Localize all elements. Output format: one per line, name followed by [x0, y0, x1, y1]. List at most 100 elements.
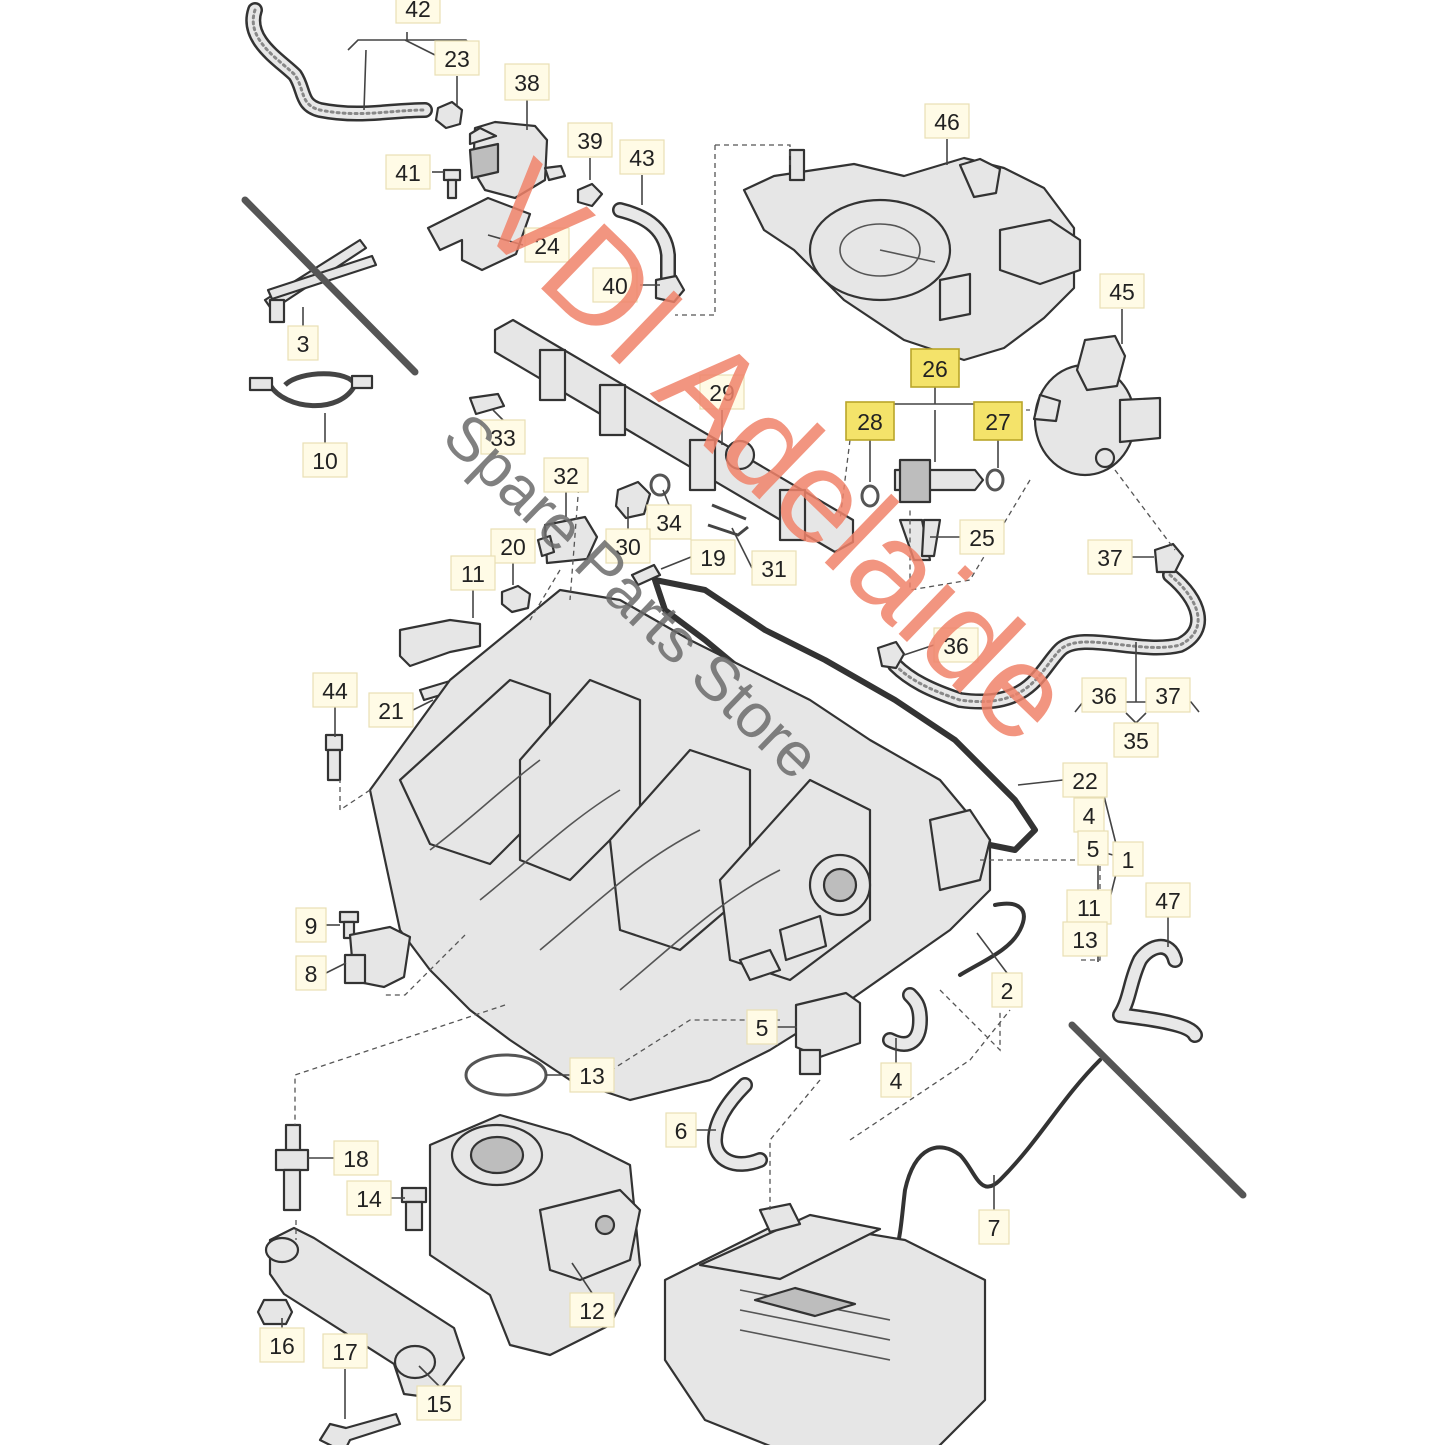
callout-number: 13	[579, 1063, 605, 1089]
oring-34	[649, 473, 671, 497]
callout-number: 31	[761, 556, 787, 582]
valve-38	[468, 120, 567, 200]
injector-26	[893, 458, 985, 504]
clip-31	[707, 503, 749, 537]
stud-19	[630, 563, 662, 587]
valve-5	[794, 991, 862, 1076]
callout-number: 29	[709, 380, 735, 406]
callout-27: 27	[973, 401, 1023, 441]
intake-manifold-1	[368, 588, 992, 1102]
callout-12: 12	[569, 1292, 615, 1328]
callout-box	[524, 227, 570, 263]
callout-number: 9	[305, 913, 318, 939]
callout-29: 29	[699, 374, 745, 410]
seal-13	[464, 1053, 548, 1097]
clamp-10	[248, 371, 374, 409]
callout-10: 10	[302, 442, 348, 478]
callout-14: 14	[346, 1180, 392, 1216]
callout-1: 1	[1112, 841, 1144, 877]
callout-15: 15	[416, 1385, 462, 1421]
callout-5: 5	[746, 1009, 778, 1045]
callout-box	[910, 348, 960, 388]
callout-4: 4	[880, 1062, 912, 1098]
callout-box	[1062, 762, 1108, 798]
callout-box	[450, 555, 496, 591]
callout-37: 37	[1087, 539, 1133, 575]
callout-13: 13	[569, 1057, 615, 1093]
callout-36: 36	[933, 627, 979, 663]
callout-box	[1145, 677, 1191, 713]
callout-box	[1113, 722, 1159, 758]
callout-box	[302, 442, 348, 478]
callout-number: 46	[934, 109, 960, 135]
air-filter-box	[663, 1202, 987, 1445]
callout-23: 23	[434, 40, 480, 76]
callout-box	[295, 955, 327, 991]
callout-box	[1081, 677, 1127, 713]
callout-number: 4	[1083, 803, 1096, 829]
clip-25	[898, 518, 942, 562]
callout-21: 21	[368, 692, 414, 728]
callout-box	[1087, 539, 1133, 575]
callout-box	[322, 1333, 368, 1369]
callout-box	[665, 1112, 697, 1148]
callout-box	[434, 40, 480, 76]
callout-number: 30	[615, 534, 641, 560]
callout-box	[699, 374, 745, 410]
callout-3: 3	[287, 325, 319, 361]
callout-number: 43	[629, 145, 655, 171]
callout-box	[385, 154, 431, 190]
callout-box	[646, 504, 692, 540]
callout-number: 10	[312, 448, 338, 474]
callout-5: 5	[1077, 830, 1109, 866]
callout-number: 11	[1077, 895, 1101, 921]
watermark-strike-top	[241, 196, 419, 376]
callout-number: 33	[490, 425, 516, 451]
callout-box	[973, 401, 1023, 441]
callout-box	[746, 1009, 778, 1045]
hose-6	[707, 1077, 768, 1172]
callout-number: 37	[1097, 545, 1123, 571]
callout-number: 4	[890, 1068, 903, 1094]
callout-number: 39	[577, 128, 603, 154]
callout-6: 6	[665, 1112, 697, 1148]
callout-box	[368, 692, 414, 728]
callout-24: 24	[524, 227, 570, 263]
callout-31: 31	[751, 550, 797, 586]
callout-16: 16	[259, 1327, 305, 1363]
nut-20	[500, 584, 532, 614]
callout-box	[543, 457, 589, 493]
callout-number: 24	[534, 233, 560, 259]
callout-box	[1077, 830, 1109, 866]
callout-box	[690, 539, 736, 575]
callout-box	[605, 528, 651, 564]
callout-11: 11	[450, 555, 496, 591]
callout-39: 39	[567, 122, 613, 158]
callout-box	[959, 519, 1005, 555]
callout-box	[619, 139, 665, 175]
callout-2: 2	[991, 972, 1023, 1008]
callout-30: 30	[605, 528, 651, 564]
callout-box	[490, 528, 536, 564]
cover-46	[742, 148, 1082, 362]
clip-33	[468, 392, 506, 416]
callout-7: 7	[978, 1209, 1010, 1245]
callout-40: 40	[592, 267, 638, 303]
callout-box	[569, 1292, 615, 1328]
callout-35: 35	[1113, 722, 1159, 758]
callout-number: 16	[269, 1333, 295, 1359]
callout-number: 21	[378, 698, 404, 724]
callout-43: 43	[619, 139, 665, 175]
callout-25: 25	[959, 519, 1005, 555]
callout-number: 11	[461, 561, 485, 587]
callout-number: 37	[1155, 683, 1181, 709]
callout-number: 35	[1123, 728, 1149, 754]
callout-44: 44	[312, 672, 358, 708]
callout-box	[1073, 797, 1105, 833]
callout-number: 42	[405, 0, 431, 22]
callout-box	[333, 1140, 379, 1176]
callout-41: 41	[385, 154, 431, 190]
callout-18: 18	[333, 1140, 379, 1176]
callout-box	[1112, 841, 1144, 877]
callout-number: 8	[305, 961, 318, 987]
